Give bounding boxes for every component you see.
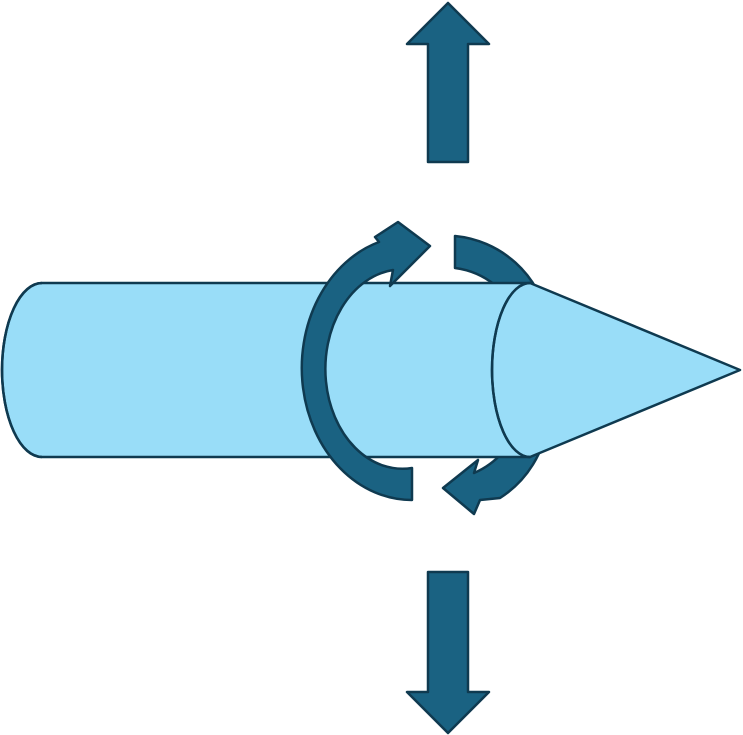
- cylinder-body: [0, 281, 532, 459]
- up-arrow: [405, 1, 491, 164]
- rotation-arrow-front: [300, 220, 432, 502]
- down-arrow: [405, 570, 491, 735]
- cone-tip: [490, 281, 742, 459]
